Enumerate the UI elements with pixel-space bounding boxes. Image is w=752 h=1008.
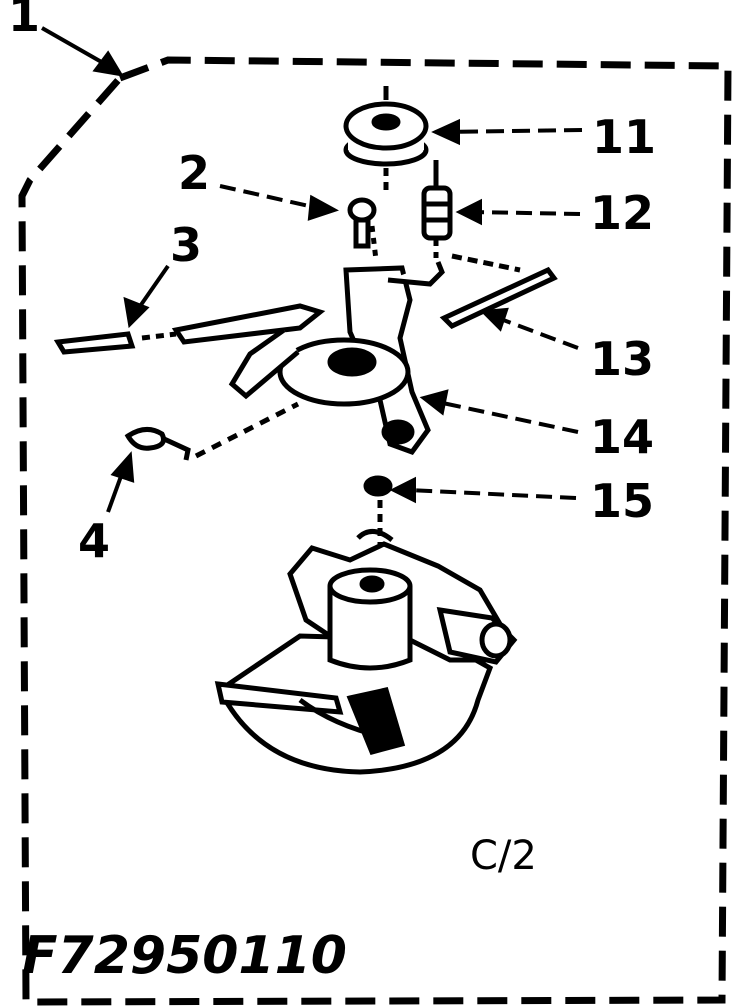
kit-boundary — [18, 56, 732, 1006]
callout-2: 2 — [178, 146, 211, 200]
drawing-number: F72950110 — [22, 926, 347, 986]
callout-4: 4 — [78, 514, 111, 568]
clip-part-4 — [124, 401, 300, 461]
callout-12: 12 — [590, 186, 655, 240]
callout-15: 15 — [590, 474, 655, 528]
pump-housing — [214, 529, 518, 775]
key-part-3 — [53, 331, 177, 355]
bushing-part-12 — [421, 160, 453, 262]
rod-part-13 — [439, 253, 558, 330]
leader-arrows — [41, 26, 583, 513]
callout-11: 11 — [592, 110, 657, 164]
callout-14: 14 — [590, 410, 655, 464]
callout-3: 3 — [170, 218, 203, 272]
bracket-part-14 — [171, 261, 445, 455]
pin-part-2 — [347, 197, 379, 261]
sheet-code: C/2 — [470, 833, 537, 879]
callout-13: 13 — [590, 332, 655, 386]
pulley-part-11 — [343, 86, 429, 196]
washer-part-15 — [363, 475, 393, 548]
callout-1: 1 — [8, 0, 41, 42]
